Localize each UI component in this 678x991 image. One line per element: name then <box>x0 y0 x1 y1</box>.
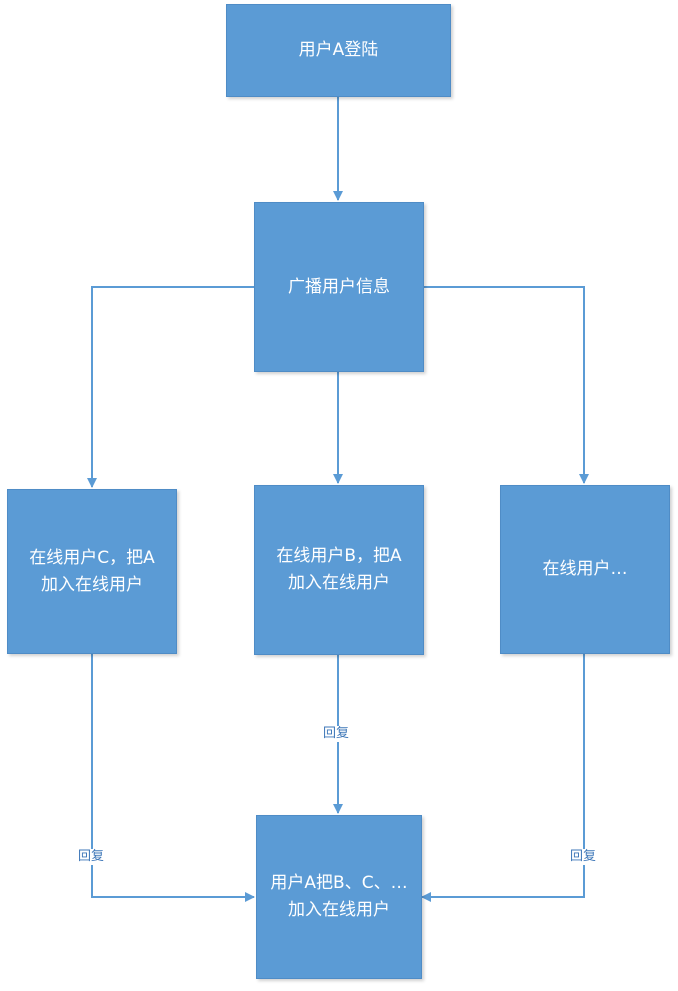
node-user-a-login-label: 用户A登陆 <box>298 40 379 60</box>
node-user-a-adds-online-users: 用户A把B、C、… 加入在线用户 <box>256 815 422 979</box>
node-broadcast-user-info: 广播用户信息 <box>254 202 424 372</box>
edge-label-reply-right: 回复 <box>569 849 598 865</box>
node-online-user-b: 在线用户B，把A 加入在线用户 <box>254 485 424 655</box>
node-online-user-more-label: 在线用户… <box>542 559 628 579</box>
node-online-user-b-label: 在线用户B，把A 加入在线用户 <box>276 546 402 593</box>
node-user-a-login: 用户A登陆 <box>226 4 451 97</box>
edge-user-more-to-result <box>421 654 585 902</box>
edge-label-reply-left: 回复 <box>77 849 106 865</box>
edge-user-c-to-result <box>91 654 255 902</box>
node-broadcast-user-info-label: 广播用户信息 <box>288 276 390 297</box>
edge-label-reply-middle: 回复 <box>322 726 351 742</box>
edge-broadcast-to-user-c <box>87 286 254 488</box>
node-user-a-adds-online-users-label: 用户A把B、C、… 加入在线用户 <box>270 873 408 920</box>
node-online-user-c: 在线用户C，把A 加入在线用户 <box>7 489 177 654</box>
edge-broadcast-to-user-more <box>424 286 589 484</box>
node-online-user-more: 在线用户… <box>500 485 670 654</box>
node-online-user-c-label: 在线用户C，把A 加入在线用户 <box>29 547 155 595</box>
